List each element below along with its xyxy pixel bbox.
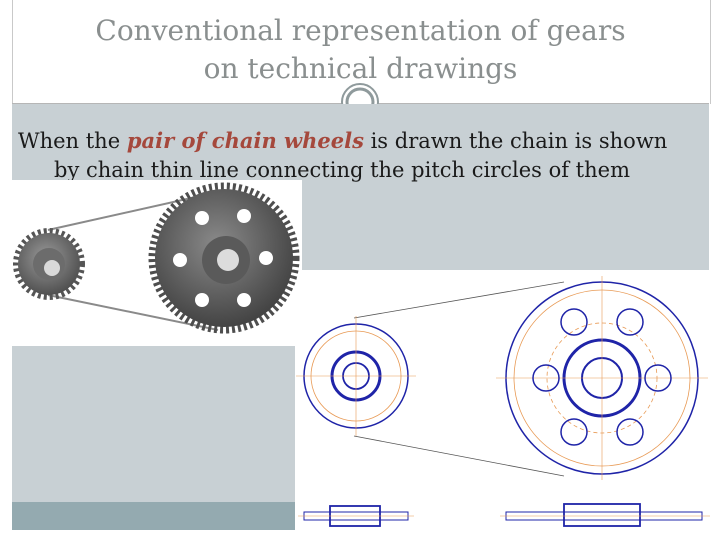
- title-line-2: on technical drawings: [203, 52, 518, 85]
- chain-wheel-pair-icon: [13, 182, 300, 334]
- body-text-highlight: pair of chain wheels: [126, 128, 364, 153]
- body-text-end: is drawn the chain is shown: [363, 129, 668, 153]
- title-frame: [12, 0, 711, 104]
- chain-wheel-drawing-icon: [296, 276, 710, 527]
- bottom-strip: [12, 502, 295, 530]
- slide-title: Conventional representation of gears on …: [12, 12, 709, 88]
- body-text-line-2: by chain thin line connecting the pitch …: [54, 158, 630, 182]
- left-panel: [12, 346, 295, 530]
- body-text: When the pair of chain wheels is drawn t…: [18, 126, 708, 185]
- body-text-start: When the: [18, 129, 127, 153]
- title-line-1: Conventional representation of gears: [95, 14, 626, 47]
- chain-wheel-photo: [12, 180, 302, 340]
